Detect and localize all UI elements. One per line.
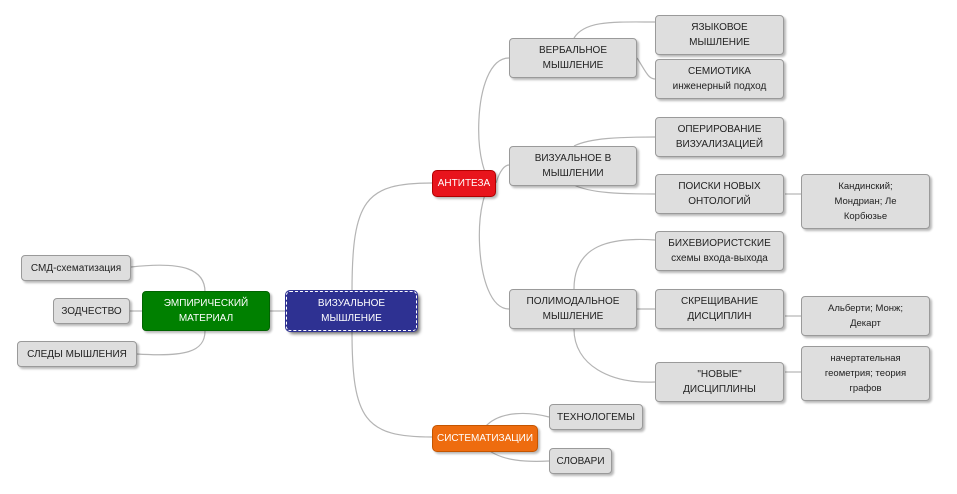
antithesis-label: АНТИТЕЗА <box>437 178 491 189</box>
crossing-disciplines-line-2: ДИСЦИПЛИН <box>687 311 752 322</box>
semiotics-node[interactable]: СЕМИОТИКА инженерный подход <box>655 59 784 99</box>
architecture-label: ЗОДЧЕСТВО <box>61 305 122 317</box>
smd-schematization-label: СМД-схематизация <box>30 262 122 274</box>
alberti-note-node[interactable]: Альберти; Монж; Декарт <box>801 296 930 336</box>
alberti-note-line-1: Альберти; Монж; <box>827 303 903 314</box>
root-node[interactable]: ВИЗУАЛЬНОЕ МЫШЛЕНИЕ <box>285 290 418 332</box>
visual-in-thinking-line-1: ВИЗУАЛЬНОЕ В <box>534 153 612 164</box>
dictionaries-node[interactable]: СЛОВАРИ <box>549 448 612 474</box>
alberti-note-line-2: Декарт <box>850 318 881 329</box>
systematization-label: СИСТЕМАТИЗАЦИИ <box>436 433 534 444</box>
new-disciplines-line-2: ДИСЦИПЛИНЫ <box>683 384 756 395</box>
polymodal-thinking-line-2: МЫШЛЕНИЕ <box>542 311 604 322</box>
crossing-disciplines-line-1: СКРЕЩИВАНИЕ <box>680 296 759 307</box>
kandinsky-note-node[interactable]: Кандинский; Мондриан; Ле Корбюзье <box>801 174 930 229</box>
smd-schematization-node[interactable]: СМД-схематизация <box>21 255 131 281</box>
antithesis-node[interactable]: АНТИТЕЗА <box>432 170 496 197</box>
operating-visualization-node[interactable]: ОПЕРИРОВАНИЕ ВИЗУАЛИЗАЦИЕЙ <box>655 117 784 157</box>
architecture-node[interactable]: ЗОДЧЕСТВО <box>53 298 130 324</box>
semiotics-line-2: инженерный подход <box>672 81 767 92</box>
root-label-line-1: ВИЗУАЛЬНОЕ <box>317 298 386 309</box>
descriptive-geometry-note-node[interactable]: начертательная геометрия; теория графов <box>801 346 930 401</box>
traces-of-thinking-node[interactable]: СЛЕДЫ МЫШЛЕНИЯ <box>17 341 137 367</box>
dictionaries-label: СЛОВАРИ <box>556 455 605 467</box>
empirical-label-line-2: МАТЕРИАЛ <box>178 313 234 324</box>
root-label-line-2: МЫШЛЕНИЕ <box>321 313 382 324</box>
new-ontologies-line-1: ПОИСКИ НОВЫХ <box>678 181 761 192</box>
behaviorist-schemes-line-2: схемы входа-выхода <box>671 253 768 264</box>
technologemes-node[interactable]: ТЕХНОЛОГЕМЫ <box>549 404 643 430</box>
kandinsky-note-line-2: Мондриан; Ле <box>834 196 897 207</box>
language-thinking-line-2: МЫШЛЕНИЕ <box>689 37 750 48</box>
language-thinking-line-1: ЯЗЫКОВОЕ <box>691 22 748 33</box>
new-disciplines-node[interactable]: "НОВЫЕ" ДИСЦИПЛИНЫ <box>655 362 784 402</box>
crossing-disciplines-node[interactable]: СКРЕЩИВАНИЕ ДИСЦИПЛИН <box>655 289 784 329</box>
new-ontologies-line-2: ОНТОЛОГИЙ <box>688 196 751 207</box>
new-disciplines-line-1: "НОВЫЕ" <box>697 369 742 380</box>
technologemes-label: ТЕХНОЛОГЕМЫ <box>557 411 635 423</box>
kandinsky-note-line-3: Корбюзье <box>843 211 888 222</box>
behaviorist-schemes-line-1: БИХЕВИОРИСТСКИЕ <box>668 238 771 249</box>
semiotics-line-1: СЕМИОТИКА <box>688 66 751 77</box>
descriptive-geometry-note-line-1: начертательная <box>830 353 901 364</box>
operating-visualization-line-2: ВИЗУАЛИЗАЦИЕЙ <box>675 139 764 150</box>
empirical-material-node[interactable]: ЭМПИРИЧЕСКИЙ МАТЕРИАЛ <box>142 291 270 331</box>
new-ontologies-node[interactable]: ПОИСКИ НОВЫХ ОНТОЛОГИЙ <box>655 174 784 214</box>
systematization-node[interactable]: СИСТЕМАТИЗАЦИИ <box>432 425 538 452</box>
operating-visualization-line-1: ОПЕРИРОВАНИЕ <box>677 124 762 135</box>
descriptive-geometry-note-line-2: геометрия; теория <box>824 368 907 379</box>
language-thinking-node[interactable]: ЯЗЫКОВОЕ МЫШЛЕНИЕ <box>655 15 784 55</box>
verbal-thinking-line-1: ВЕРБАЛЬНОЕ <box>538 45 608 56</box>
kandinsky-note-line-1: Кандинский; <box>838 181 893 192</box>
verbal-thinking-node[interactable]: ВЕРБАЛЬНОЕ МЫШЛЕНИЕ <box>509 38 637 78</box>
behaviorist-schemes-node[interactable]: БИХЕВИОРИСТСКИЕ схемы входа-выхода <box>655 231 784 271</box>
traces-of-thinking-label: СЛЕДЫ МЫШЛЕНИЯ <box>27 348 127 360</box>
verbal-thinking-line-2: МЫШЛЕНИЕ <box>542 60 604 71</box>
descriptive-geometry-note-line-3: графов <box>849 383 882 394</box>
visual-in-thinking-node[interactable]: ВИЗУАЛЬНОЕ В МЫШЛЕНИИ <box>509 146 637 186</box>
polymodal-thinking-node[interactable]: ПОЛИМОДАЛЬНОЕ МЫШЛЕНИЕ <box>509 289 637 329</box>
visual-in-thinking-line-2: МЫШЛЕНИИ <box>542 168 604 179</box>
empirical-label-line-1: ЭМПИРИЧЕСКИЙ <box>163 298 249 309</box>
polymodal-thinking-line-1: ПОЛИМОДАЛЬНОЕ <box>526 296 620 307</box>
